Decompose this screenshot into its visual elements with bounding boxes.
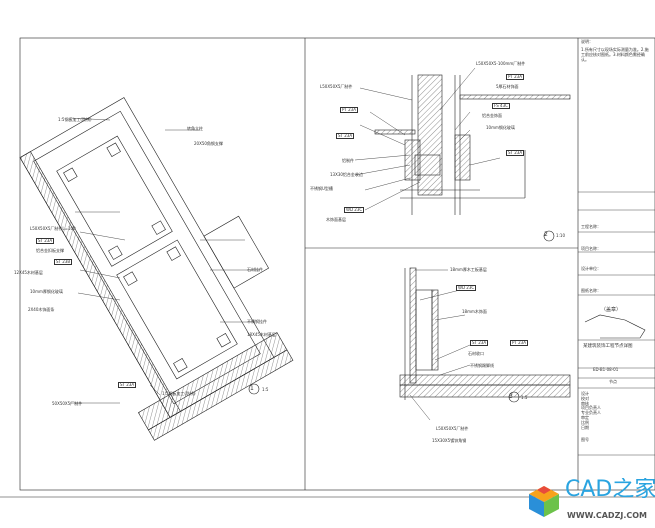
label: 18mm木饰面 <box>462 309 487 314</box>
label: 2X40木饰面条 <box>28 307 55 312</box>
tag: ST 23A <box>336 133 355 139</box>
detail-3-scale: 1:5 <box>521 395 528 400</box>
detail-1-scale: 1:5 <box>262 387 269 392</box>
label: 转角立柱 <box>187 126 203 131</box>
detail-3-number: 3 <box>509 393 513 400</box>
tag: WD 23C <box>456 285 477 291</box>
detail-2-drawing <box>374 74 571 215</box>
meta-item: 日期 <box>581 424 589 430</box>
meta-item: 专业负责人 <box>581 410 601 416</box>
sheet-border <box>19 37 655 491</box>
label: 铝制件 <box>342 158 354 163</box>
detail-2-number: 2 <box>544 231 548 238</box>
label: 20X50角钢支撑 <box>194 141 223 146</box>
tag: ST 23A <box>36 238 55 244</box>
label: L50X50X5厂制件L=100 <box>30 226 76 231</box>
tag: ST 23A <box>118 382 137 388</box>
meta-item: 图号 <box>581 437 589 443</box>
meta-list: 设计 校对 审核 项目负责人 专业负责人 审定 比例 日期 图号 <box>581 391 601 443</box>
meta-item: 审核 <box>581 400 589 406</box>
label: L50X50X5厂制件 <box>436 426 469 431</box>
detail-3-drawing <box>399 267 571 400</box>
label: 18mm厚木工板基层 <box>450 267 487 272</box>
drawing-no: ED-B1-08-01 <box>593 367 619 372</box>
detail-2-marker <box>543 230 555 242</box>
cube-logo-icon <box>529 486 559 517</box>
label: 石材挂件 <box>247 267 263 272</box>
label: L50X50X5厂制件 <box>320 84 353 89</box>
label: 50X50X5厂制件 <box>52 401 83 406</box>
tag: ST 23B <box>54 259 73 265</box>
notes-text: 1.所有尺寸以现场实际测量为准。2.施工前应核对图纸。3.材料颜色需经确认。 <box>581 47 649 62</box>
label: 10mm厚钢化玻璃 <box>30 289 63 294</box>
label: 不锈钢挂件 <box>247 319 267 324</box>
watermark-logo: CAD之家 WWW.CADZJ.COM <box>525 478 655 524</box>
meta-item: 校对 <box>581 395 589 401</box>
meta-item: 审定 <box>581 414 589 420</box>
row-designer: 设计单位： <box>581 266 601 271</box>
tag: WD 23C <box>344 207 365 213</box>
row-project: 工程名称： <box>581 224 601 229</box>
detail-1-number: 1 <box>250 385 254 392</box>
detail-1-leaders <box>69 117 260 404</box>
label: 18X45木材基层 <box>247 332 276 337</box>
label: 10mm钢化玻璃 <box>486 125 515 130</box>
detail-3-marker <box>508 391 520 403</box>
detail-1-marker <box>248 383 260 395</box>
meta-item: 设计 <box>581 391 589 396</box>
detail-2-scale: 1:10 <box>556 233 565 238</box>
tag: ST 23A <box>470 340 489 346</box>
label: 不锈钢U型槽 <box>310 186 333 191</box>
label: 5厚石材饰面 <box>496 84 519 89</box>
label: 1:5钢板加工(防锈) <box>162 391 196 396</box>
title-block-lines <box>578 191 655 456</box>
sheet-label: 节点 <box>609 379 617 384</box>
detail-2-leaders <box>354 67 501 211</box>
label: 15X30X5镀锌角钢 <box>432 438 467 443</box>
watermark-brand: CAD之家 <box>565 478 655 502</box>
tag: ST 23A <box>506 150 525 156</box>
row-item: 项目名称： <box>581 246 601 251</box>
detail-3-leaders <box>409 269 471 421</box>
stamp: （盖章） <box>601 307 622 313</box>
label: 铝合金扣板支撑 <box>36 248 64 253</box>
label: L50X50X5-100mm厂制件 <box>476 61 526 66</box>
watermark-url: WWW.CADZJ.COM <box>567 511 648 520</box>
label: 13X30铝合金收边 <box>330 172 363 177</box>
tag: PT 23A <box>510 340 528 346</box>
meta-item: 比例 <box>581 419 589 425</box>
label: 1:5钢板加工(防锈) <box>58 117 92 122</box>
label: 不锈钢踢脚线 <box>470 363 494 368</box>
meta-item: 项目负责人 <box>581 405 601 411</box>
row-drawing: 图纸名称： <box>581 288 601 293</box>
notes-title: 说明： <box>581 39 593 44</box>
label: 石材收口 <box>468 351 484 356</box>
label: 12X45木材基层 <box>14 270 43 275</box>
tag: PT 23A <box>340 107 358 113</box>
detail-1-drawing <box>19 97 294 441</box>
label: 木饰面基层 <box>326 217 346 222</box>
tag: PT 23A <box>506 74 524 80</box>
tag: FS 43C <box>492 103 510 109</box>
drawing-title: 某建筑装饰工程节点详图 <box>583 344 633 349</box>
label: 铝合金饰面 <box>482 113 502 118</box>
